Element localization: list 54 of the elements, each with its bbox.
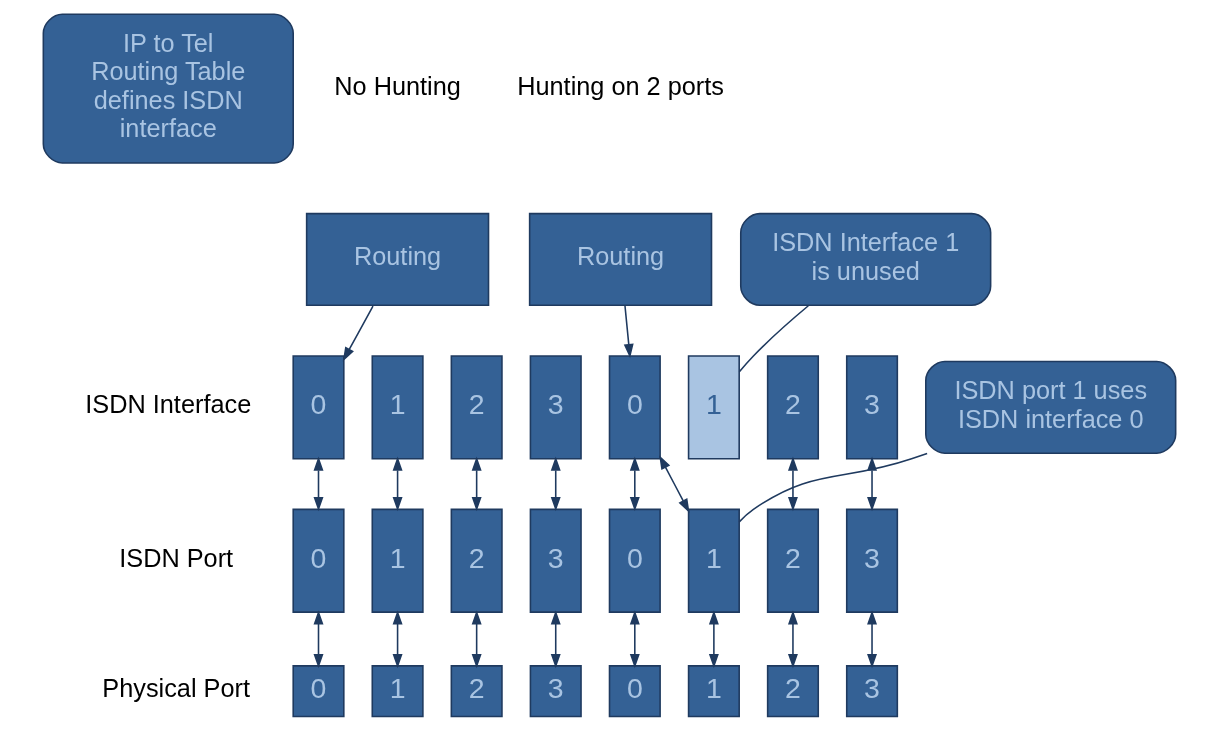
arrow (629, 610, 640, 669)
node-box: 1 (687, 665, 740, 718)
node-box: 3 (845, 508, 899, 613)
node-box: IP to Tel Routing Table defines ISDN interface (42, 13, 294, 164)
arrow (629, 456, 640, 512)
node-box: 0 (608, 355, 661, 460)
node-box: 3 (845, 665, 899, 718)
arrow (659, 455, 690, 513)
node-box: 0 (608, 508, 661, 613)
arrow (787, 610, 798, 669)
label: No Hunting (334, 71, 461, 100)
arrow (313, 456, 324, 512)
arrow (313, 610, 324, 669)
node-box: 2 (450, 665, 503, 718)
node-box: ISDN port 1 uses ISDN interface 0 (925, 360, 1177, 454)
arrow (392, 610, 403, 669)
label: ISDN Port (119, 543, 234, 572)
node-box: ISDN Interface 1 is unused (739, 212, 992, 307)
node-box: 3 (529, 665, 582, 718)
arrow (471, 456, 482, 512)
node-box: 3 (845, 355, 899, 460)
arrow (392, 456, 403, 512)
arrow (787, 456, 798, 512)
arrow (342, 305, 374, 362)
arrow (867, 610, 877, 669)
node-box: 2 (766, 508, 820, 613)
node-box: 1 (371, 355, 424, 460)
connector (738, 452, 928, 523)
node-box: 0 (292, 355, 345, 460)
node-box: 3 (529, 508, 582, 613)
connector (738, 304, 810, 373)
label: Physical Port (102, 674, 250, 703)
arrow (623, 305, 634, 359)
node-box: 1 (687, 355, 740, 460)
label: Hunting on 2 ports (517, 71, 724, 100)
arrow (867, 456, 877, 512)
node-box: 2 (766, 355, 820, 460)
arrow (708, 610, 719, 669)
node-box: 0 (292, 508, 345, 613)
node-box: 0 (608, 665, 661, 718)
node-box: 0 (292, 665, 345, 718)
label: ISDN Interface (85, 390, 252, 419)
node-box: Routing (305, 212, 490, 307)
node-box: 2 (450, 508, 503, 613)
node-box: 1 (687, 508, 740, 613)
arrow (471, 610, 482, 669)
node-box: 2 (450, 355, 503, 460)
node-box: Routing (528, 212, 713, 307)
node-box: 1 (371, 508, 424, 613)
arrow (550, 456, 561, 512)
node-box: 3 (529, 355, 582, 460)
node-box: 2 (766, 665, 820, 718)
node-box: 1 (371, 665, 424, 718)
arrow (550, 610, 561, 669)
